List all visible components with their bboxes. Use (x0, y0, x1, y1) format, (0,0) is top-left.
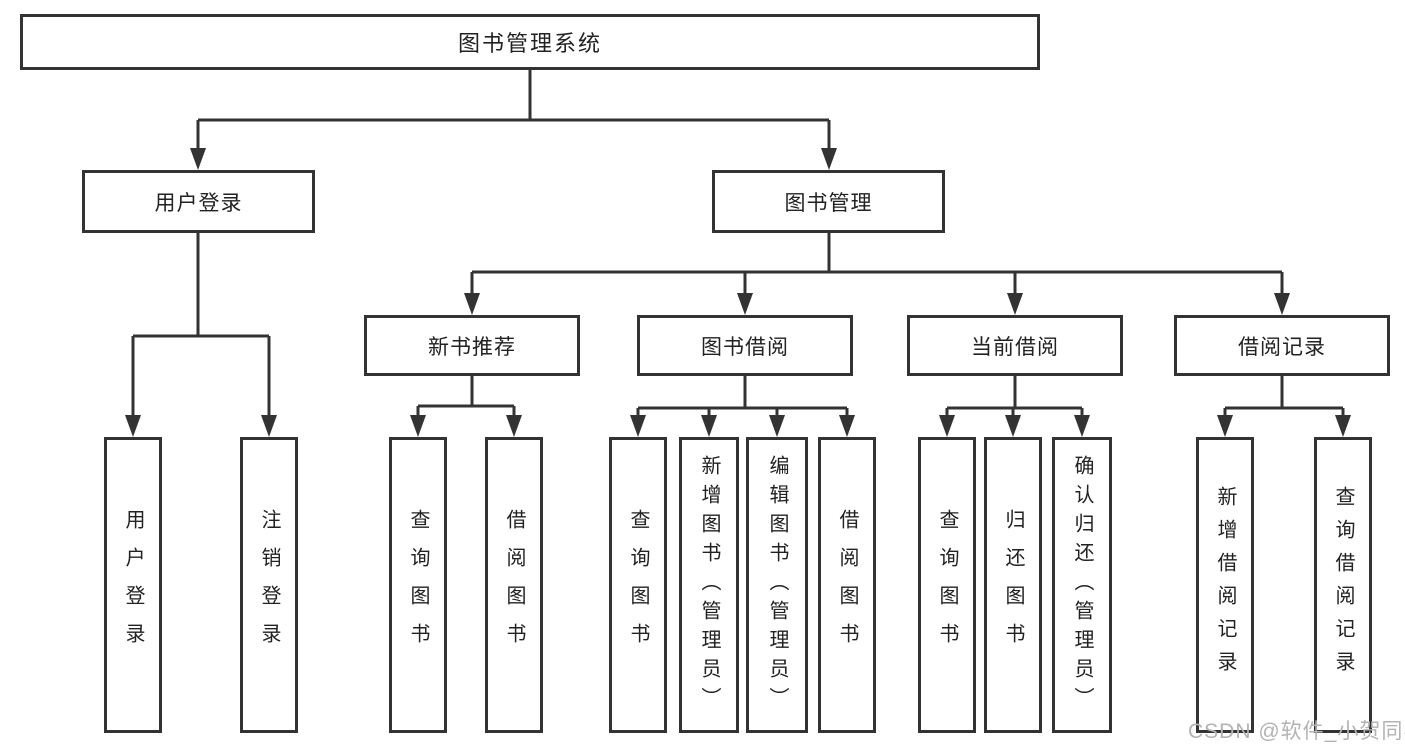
node-leaf-return-book-label: 归还图书 (1002, 509, 1024, 661)
node-leaf-edit-book-admin: 编辑图书（管理员） (746, 437, 808, 733)
connector-borrow-record-branch (1223, 376, 1345, 417)
csdn-watermark: CSDN @软件_小贺同学 (1188, 720, 1405, 743)
node-leaf-borrow-query-book: 查询图书 (609, 437, 667, 733)
node-leaf-query-borrow-record-label: 查询借阅记录 (1332, 486, 1354, 684)
node-leaf-current-query-book-label: 查询图书 (936, 509, 958, 661)
node-leaf-recommend-query-book: 查询图书 (389, 437, 447, 733)
connector-current-borrow-branch (945, 376, 1084, 417)
node-leaf-logout-label: 注销登录 (258, 509, 280, 661)
node-leaf-user-login-label: 用户登录 (122, 509, 144, 661)
node-leaf-borrow-query-book-label: 查询图书 (627, 509, 649, 661)
node-book-borrow: 图书借阅 (637, 315, 853, 376)
node-current-borrow-label: 当前借阅 (971, 335, 1059, 359)
node-leaf-logout: 注销登录 (240, 437, 298, 733)
connector-new-book-branch (416, 376, 516, 417)
node-leaf-add-book-admin: 新增图书（管理员） (679, 437, 739, 733)
connector-book-mgmt-branch (470, 233, 1284, 295)
node-new-book-recommend-label: 新书推荐 (428, 335, 516, 359)
node-leaf-return-book: 归还图书 (984, 437, 1042, 733)
node-root-label: 图书管理系统 (457, 31, 602, 56)
node-new-book-recommend: 新书推荐 (364, 315, 580, 376)
node-leaf-user-login: 用户登录 (104, 437, 162, 733)
node-user-login-group: 用户登录 (82, 170, 315, 233)
node-leaf-borrow-book: 借阅图书 (818, 437, 876, 733)
node-root-library-system: 图书管理系统 (20, 14, 1040, 70)
node-leaf-confirm-return-admin-label: 确认归还（管理员） (1071, 454, 1093, 716)
connector-user-login-branch (131, 233, 271, 417)
node-leaf-query-borrow-record: 查询借阅记录 (1314, 437, 1372, 733)
node-leaf-add-borrow-record: 新增借阅记录 (1196, 437, 1254, 733)
node-borrow-record-label: 借阅记录 (1238, 335, 1326, 359)
node-user-login-group-label: 用户登录 (154, 191, 243, 215)
node-leaf-borrow-book-label: 借阅图书 (836, 509, 858, 661)
node-borrow-record: 借阅记录 (1174, 315, 1390, 376)
node-leaf-add-book-admin-label: 新增图书（管理员） (698, 454, 720, 716)
connector-book-borrow-branch (636, 376, 849, 417)
node-leaf-add-borrow-record-label: 新增借阅记录 (1214, 486, 1236, 684)
node-leaf-current-query-book: 查询图书 (918, 437, 976, 733)
node-leaf-recommend-borrow-book: 借阅图书 (485, 437, 543, 733)
node-leaf-edit-book-admin-label: 编辑图书（管理员） (766, 454, 788, 716)
node-leaf-confirm-return-admin: 确认归还（管理员） (1052, 437, 1112, 733)
arrowheads (125, 148, 1351, 437)
node-book-management: 图书管理 (712, 170, 945, 233)
node-book-borrow-label: 图书借阅 (701, 335, 789, 359)
connector-root-branch (196, 70, 831, 150)
node-current-borrow: 当前借阅 (907, 315, 1123, 376)
node-leaf-recommend-borrow-book-label: 借阅图书 (503, 509, 525, 661)
node-leaf-recommend-query-book-label: 查询图书 (407, 509, 429, 661)
node-book-management-label: 图书管理 (784, 191, 873, 215)
